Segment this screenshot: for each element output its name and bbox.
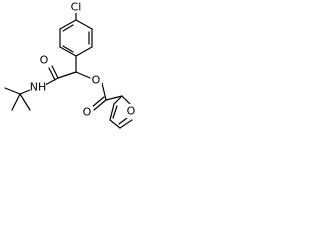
molecule-structure: Cl O O O NH O: [4, 1, 137, 129]
ester-oxygen-to-carbonyl-bond: [101, 82, 107, 101]
ring-bond: [59, 19, 77, 30]
ring-bond: [59, 46, 77, 57]
tbutyl-methyl-bond: [19, 93, 31, 111]
ring-bond: [75, 19, 93, 30]
center-to-ester-oxygen-bond: [75, 71, 91, 79]
ring-bond: [75, 46, 93, 57]
amide-oxygen-label: O: [40, 54, 49, 67]
amide-nitrogen-label: NH: [30, 81, 47, 94]
amide-carbonyl-double-bond: [48, 67, 56, 81]
amide-carbonyl-double-bond: [51, 65, 59, 79]
nitrogen-to-tbutyl-bond: [19, 89, 31, 95]
furan-double-bond: [112, 105, 118, 119]
ester-oxygen-label: O: [92, 74, 101, 87]
furan-bond: [109, 119, 121, 129]
tbutyl-methyl-bond: [4, 87, 21, 95]
carbonyl-to-furan-bond: [105, 95, 123, 101]
chlorophenyl-ring: [59, 19, 93, 57]
furan-bond: [121, 95, 131, 105]
furan-bond: [109, 103, 115, 121]
ring-double-bond: [62, 24, 74, 32]
ester-carbonyl-double-bond: [93, 99, 107, 111]
amide-to-nitrogen-bond: [44, 77, 59, 86]
furan-oxygen-label: O: [127, 105, 136, 118]
chlorine-label: Cl: [71, 1, 82, 14]
ring-double-bond: [62, 45, 74, 53]
tbutyl-methyl-bond: [11, 93, 21, 111]
center-to-amide-bond: [57, 71, 77, 79]
furan-bond: [113, 95, 123, 105]
furan-double-bond: [118, 117, 128, 125]
ester-carbonyl-double-bond: [91, 96, 105, 108]
furan-ring: [109, 95, 133, 129]
furan-bond: [119, 119, 133, 129]
ester-carbonyl-oxygen-label: O: [83, 106, 92, 119]
